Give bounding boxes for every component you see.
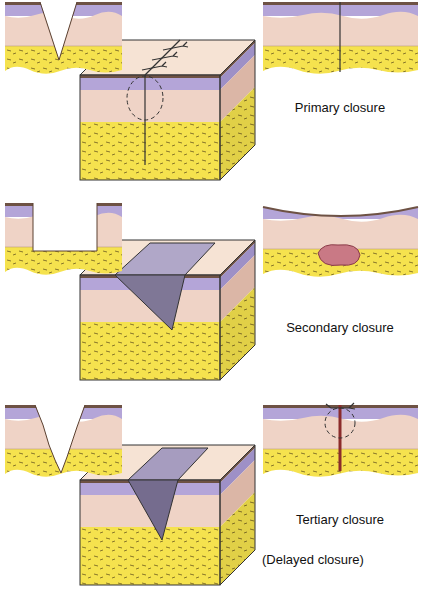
closure-label: Secondary closure xyxy=(286,320,394,336)
closure-label: Tertiary closure xyxy=(296,512,384,528)
note-label: (Delayed closure) xyxy=(262,552,364,568)
closure-label: Primary closure xyxy=(295,100,385,116)
